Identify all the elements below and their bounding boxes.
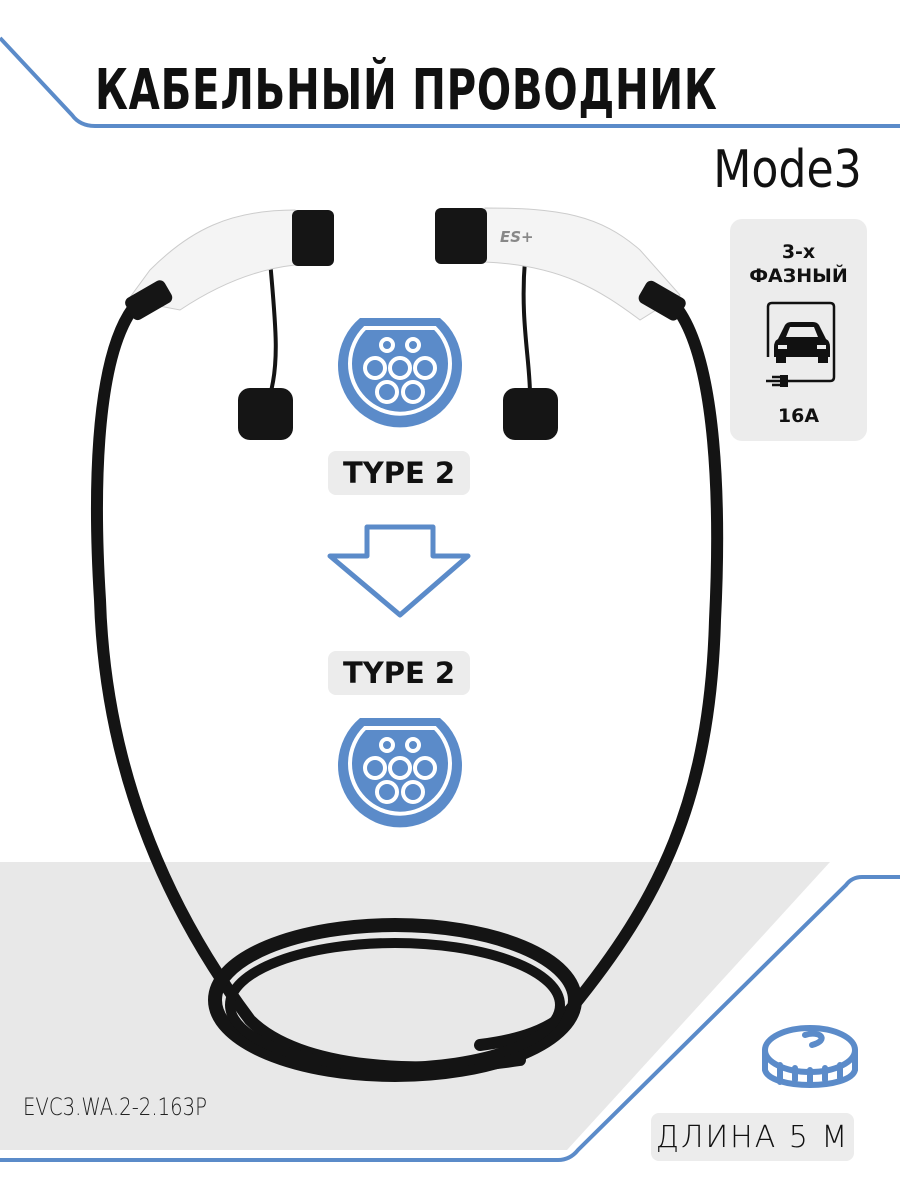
target-connector-label: TYPE 2 (328, 651, 470, 695)
right-plug: ES+ (435, 207, 686, 440)
type2-socket-icon-bottom (338, 718, 462, 828)
tape-measure-icon (762, 1025, 858, 1088)
length-label: ДЛИНА 5 М (651, 1113, 854, 1161)
phase-line2: ФАЗНЫЙ (749, 265, 848, 287)
phase-line1: 3-х (781, 241, 816, 263)
cable-illustration (91, 258, 724, 1082)
mode-subtitle: Mode3 (713, 140, 862, 200)
source-connector-label: TYPE 2 (328, 451, 470, 495)
bottom-accent-line (0, 875, 900, 1162)
car-charging-icon (766, 301, 836, 387)
type2-socket-icon-top (338, 318, 462, 428)
page-title: КАБЕЛЬНЫЙ ПРОВОДНИК (95, 58, 718, 123)
spec-card: 3-х ФАЗНЫЙ 16A (730, 219, 867, 441)
left-plug (125, 209, 334, 440)
brand-mark: ES+ (500, 228, 534, 246)
current-rating: 16A (777, 405, 820, 427)
arrow-down-icon (327, 524, 471, 618)
model-number: EVC3.WA.2-2.163P (23, 1093, 208, 1121)
top-accent-line (0, 36, 900, 128)
